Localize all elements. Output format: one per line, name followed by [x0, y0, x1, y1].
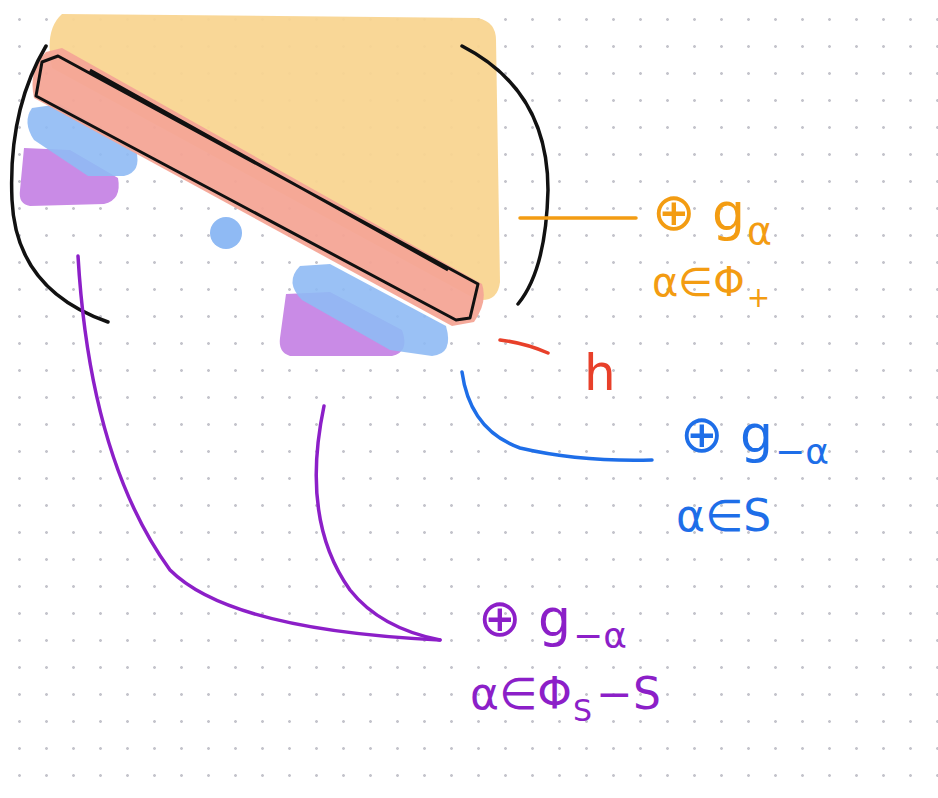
subscript: −α	[573, 618, 627, 654]
blue-leader	[462, 372, 652, 460]
index-set: α∈S	[676, 494, 771, 538]
subscript: −α	[775, 434, 829, 470]
purple-leader	[316, 406, 440, 640]
cartan-diagonal-band	[33, 48, 484, 326]
index-set: α∈Φ	[652, 262, 745, 302]
blue-dot	[210, 217, 242, 249]
purple-leader	[78, 256, 440, 640]
band-outline	[36, 56, 478, 320]
red-leader	[500, 340, 548, 353]
index-set: α∈Φ	[470, 672, 572, 716]
index-set: −S	[596, 672, 661, 716]
superscript: +	[747, 284, 770, 312]
direct-sum-label: ⊕ g	[680, 408, 773, 460]
subscript: S	[573, 696, 592, 726]
orange-leader	[520, 216, 636, 220]
direct-sum-label: ⊕ g	[478, 592, 571, 644]
right-bracket	[462, 46, 548, 304]
direct-sum-label: ⊕ g	[652, 186, 745, 238]
subscript: α	[747, 212, 772, 250]
left-bracket	[12, 46, 108, 322]
cartan-label: h	[584, 348, 616, 398]
